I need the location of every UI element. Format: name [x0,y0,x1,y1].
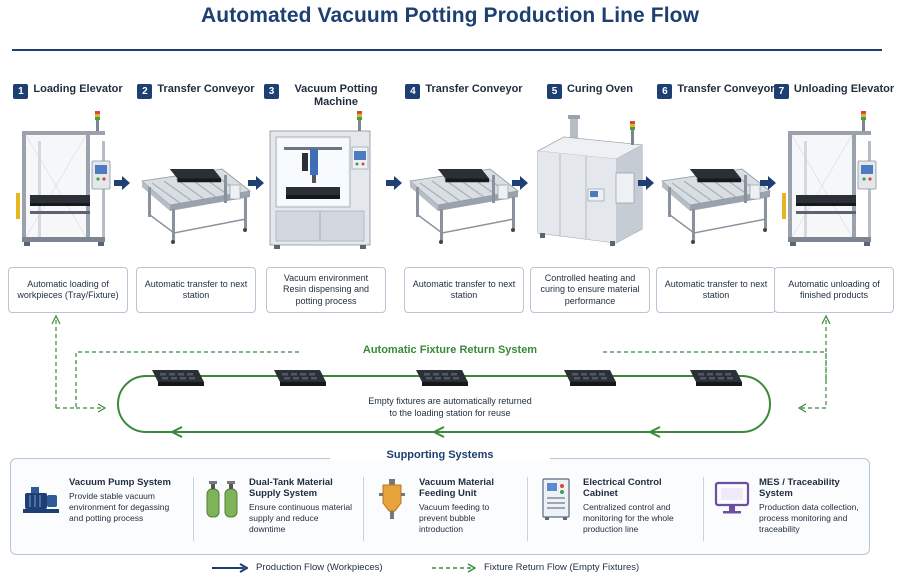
station-curing-oven: 5 Curing Oven Controlled heating and curi… [528,83,652,313]
station-description: Automatic transfer to next station [136,267,256,313]
divider [193,477,194,541]
feeding-unit-icon [379,479,405,519]
system-description: Centralized control and monitoring for t… [583,502,674,534]
vacuum-pump-icon [23,487,59,513]
legend-fixture-flow: Fixture Return Flow (Empty Fixtures) [432,562,639,573]
station-vacuum-potting-machine: 3 Vacuum Potting Machine Vacuum environme… [264,83,388,313]
fixture-tray-icon [152,370,742,386]
system-description: Production data collection, process moni… [759,502,859,534]
solid-arrow-icon [212,562,248,573]
station-description: Automatic loading of workpieces (Tray/Fi… [8,267,128,313]
dual-tank-icon [206,481,238,518]
station-name: Transfer Conveyor [157,83,255,95]
system-dual-tank: Dual-Tank Material Supply System Ensure … [203,477,353,547]
system-description: Provide stable vacuum environment for de… [69,491,170,523]
loading-elevator-machine [15,111,111,247]
station-number: 2 [137,84,153,99]
station-description: Vacuum environment Resin dispensing and … [266,267,386,313]
divider [703,477,704,541]
production-flow-arrow-icon [638,176,654,190]
legend: Production Flow (Workpieces) Fixture Ret… [0,562,900,578]
station-number: 6 [657,84,673,99]
title-divider [12,49,882,51]
station-transfer-conveyor-3: 6 Transfer Conveyor Automatic transfer to… [654,83,778,313]
station-transfer-conveyor-1: 2 Transfer Conveyor Automatic transfer to… [134,83,258,313]
station-number: 3 [264,84,279,99]
transfer-conveyor-machine [409,168,519,245]
divider [527,477,528,541]
station-transfer-conveyor-2: 4 Transfer Conveyor Automatic transfer to… [402,83,526,313]
station-description: Automatic transfer to next station [404,267,524,313]
station-name: Transfer Conveyor [677,83,775,95]
station-name: Unloading Elevator [793,83,895,95]
system-control-cabinet: Electrical Control Cabinet Centralized c… [537,477,697,547]
station-name: Vacuum Potting Machine [294,83,378,108]
station-name: Transfer Conveyor [425,83,523,95]
system-mes-traceability: MES / Traceability System Production dat… [713,477,865,547]
vacuum-potting-machine [269,111,371,250]
station-number: 4 [405,84,421,99]
page-title: Automated Vacuum Potting Production Line… [201,4,699,27]
supporting-systems-panel: Vacuum Pump System Provide stable vacuum… [10,458,870,555]
fixture-return-title: Automatic Fixture Return System [300,344,600,356]
system-name: Electrical Control Cabinet [583,477,662,499]
transfer-conveyor-machine [141,168,251,245]
station-description: Automatic unloading of finished products [774,267,894,313]
supporting-systems-title: Supporting Systems [330,449,550,461]
fixture-return-line-2: to the loading station for reuse [389,408,511,418]
station-description: Automatic transfer to next station [656,267,776,313]
fixture-return-loop [51,314,831,438]
production-flow-arrow-icon [114,176,130,190]
fixture-return-description: Empty fixtures are automatically returne… [320,395,580,419]
station-description: Controlled heating and curing to ensure … [530,267,650,313]
system-name: Dual-Tank Material Supply System [249,477,333,499]
system-name: MES / Traceability System [759,477,840,499]
station-name: Curing Oven [566,83,633,95]
production-flow-arrow-icon [248,176,264,190]
production-flow-arrow-icon [386,176,402,190]
station-name: Loading Elevator [33,83,123,95]
divider [363,477,364,541]
transfer-conveyor-machine [661,168,771,245]
station-number: 5 [546,84,562,99]
system-name: Vacuum Pump System [69,477,171,488]
system-description: Ensure continuous material supply and re… [249,502,353,534]
fixture-return-line-1: Empty fixtures are automatically returne… [368,396,532,406]
legend-label: Fixture Return Flow (Empty Fixtures) [484,562,640,573]
legend-label: Production Flow (Workpieces) [256,562,383,573]
station-loading-elevator: 1 Loading Elevator Automatic loading of w… [6,83,130,313]
curing-oven-machine [537,114,643,247]
station-number: 1 [13,84,29,99]
monitor-icon [714,481,750,514]
legend-production-flow: Production Flow (Workpieces) [212,562,383,573]
station-number: 7 [773,84,789,99]
station-unloading-elevator: 7 Unloading Elevator Automatic unloading … [772,83,896,313]
control-cabinet-icon [542,478,570,520]
system-vacuum-pump: Vacuum Pump System Provide stable vacuum… [23,477,183,547]
system-description: Vacuum feeding to prevent bubble introdu… [419,502,490,534]
unloading-elevator-machine [781,111,877,247]
system-feeding-unit: Vacuum Material Feeding Unit Vacuum feed… [373,477,518,547]
dashed-arrow-icon [432,562,476,573]
production-flow-arrow-icon [760,176,776,190]
production-flow-arrow-icon [512,176,528,190]
system-name: Vacuum Material Feeding Unit [419,477,494,499]
